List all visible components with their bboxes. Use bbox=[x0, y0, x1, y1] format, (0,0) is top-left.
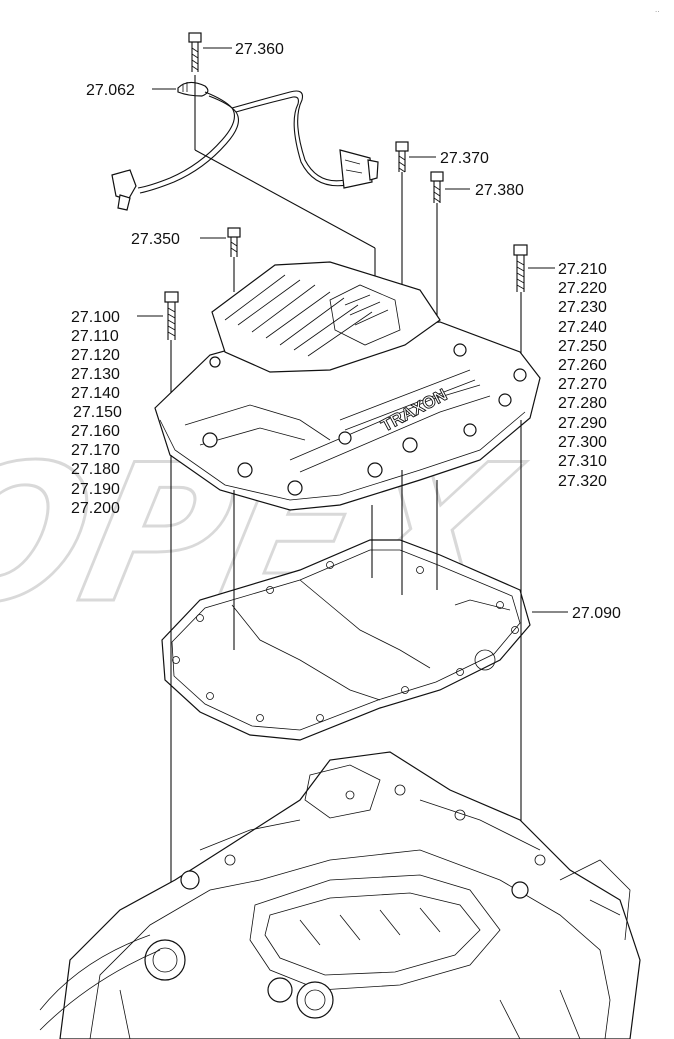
callout-right: 27.260 bbox=[558, 357, 607, 374]
bolt-27350 bbox=[227, 227, 241, 257]
callout-right: 27.280 bbox=[558, 395, 607, 412]
wiring-harness bbox=[111, 90, 379, 211]
gasket-27090 bbox=[161, 539, 531, 741]
callout-right: 27.240 bbox=[558, 319, 607, 336]
callout-27062: 27.062 bbox=[86, 82, 135, 99]
bolt-27210 bbox=[513, 244, 528, 292]
callout-left: 27.110 bbox=[71, 328, 119, 345]
bolt-27360 bbox=[188, 32, 202, 72]
bolt-27100 bbox=[164, 291, 179, 340]
callout-right: 27.310 bbox=[558, 453, 607, 470]
callout-right: 27.300 bbox=[558, 434, 607, 451]
callout-right: 27.290 bbox=[558, 415, 607, 432]
callout-27360: 27.360 bbox=[235, 41, 284, 58]
callout-27090: 27.090 bbox=[572, 605, 621, 622]
callout-left: 27.120 bbox=[71, 347, 120, 364]
callout-27370: 27.370 bbox=[440, 150, 489, 167]
bolt-27380 bbox=[430, 171, 444, 203]
callout-left: 27.100 bbox=[71, 309, 120, 326]
transmission-control-unit: TRAXON bbox=[154, 261, 541, 511]
callout-left: 27.190 bbox=[71, 481, 120, 498]
callout-left: 27.140 bbox=[71, 385, 120, 402]
right-callout-group: 27.210 27.220 27.230 27.240 27.250 27.26… bbox=[558, 261, 607, 490]
callout-left: 27.180 bbox=[71, 461, 120, 478]
callout-left: 27.150 bbox=[73, 404, 122, 421]
bolt-27370 bbox=[395, 141, 409, 173]
transmission-housing bbox=[39, 751, 641, 1039]
callout-right: 27.250 bbox=[558, 338, 607, 355]
corner-mark: .. bbox=[655, 5, 659, 14]
callout-right: 27.220 bbox=[558, 280, 607, 297]
clip-27062 bbox=[177, 81, 209, 97]
callout-right: 27.230 bbox=[558, 299, 607, 316]
callout-27380: 27.380 bbox=[475, 182, 524, 199]
callout-left: 27.170 bbox=[71, 442, 120, 459]
callout-right: 27.320 bbox=[558, 473, 607, 490]
callout-right: 27.210 bbox=[558, 261, 607, 278]
callout-right: 27.270 bbox=[558, 376, 607, 393]
callout-27350: 27.350 bbox=[131, 231, 180, 248]
callout-left: 27.160 bbox=[71, 423, 120, 440]
callout-left: 27.200 bbox=[71, 500, 120, 517]
left-callout-group: 27.100 27.110 27.120 27.130 27.140 27.15… bbox=[71, 309, 122, 517]
callout-left: 27.130 bbox=[71, 366, 120, 383]
